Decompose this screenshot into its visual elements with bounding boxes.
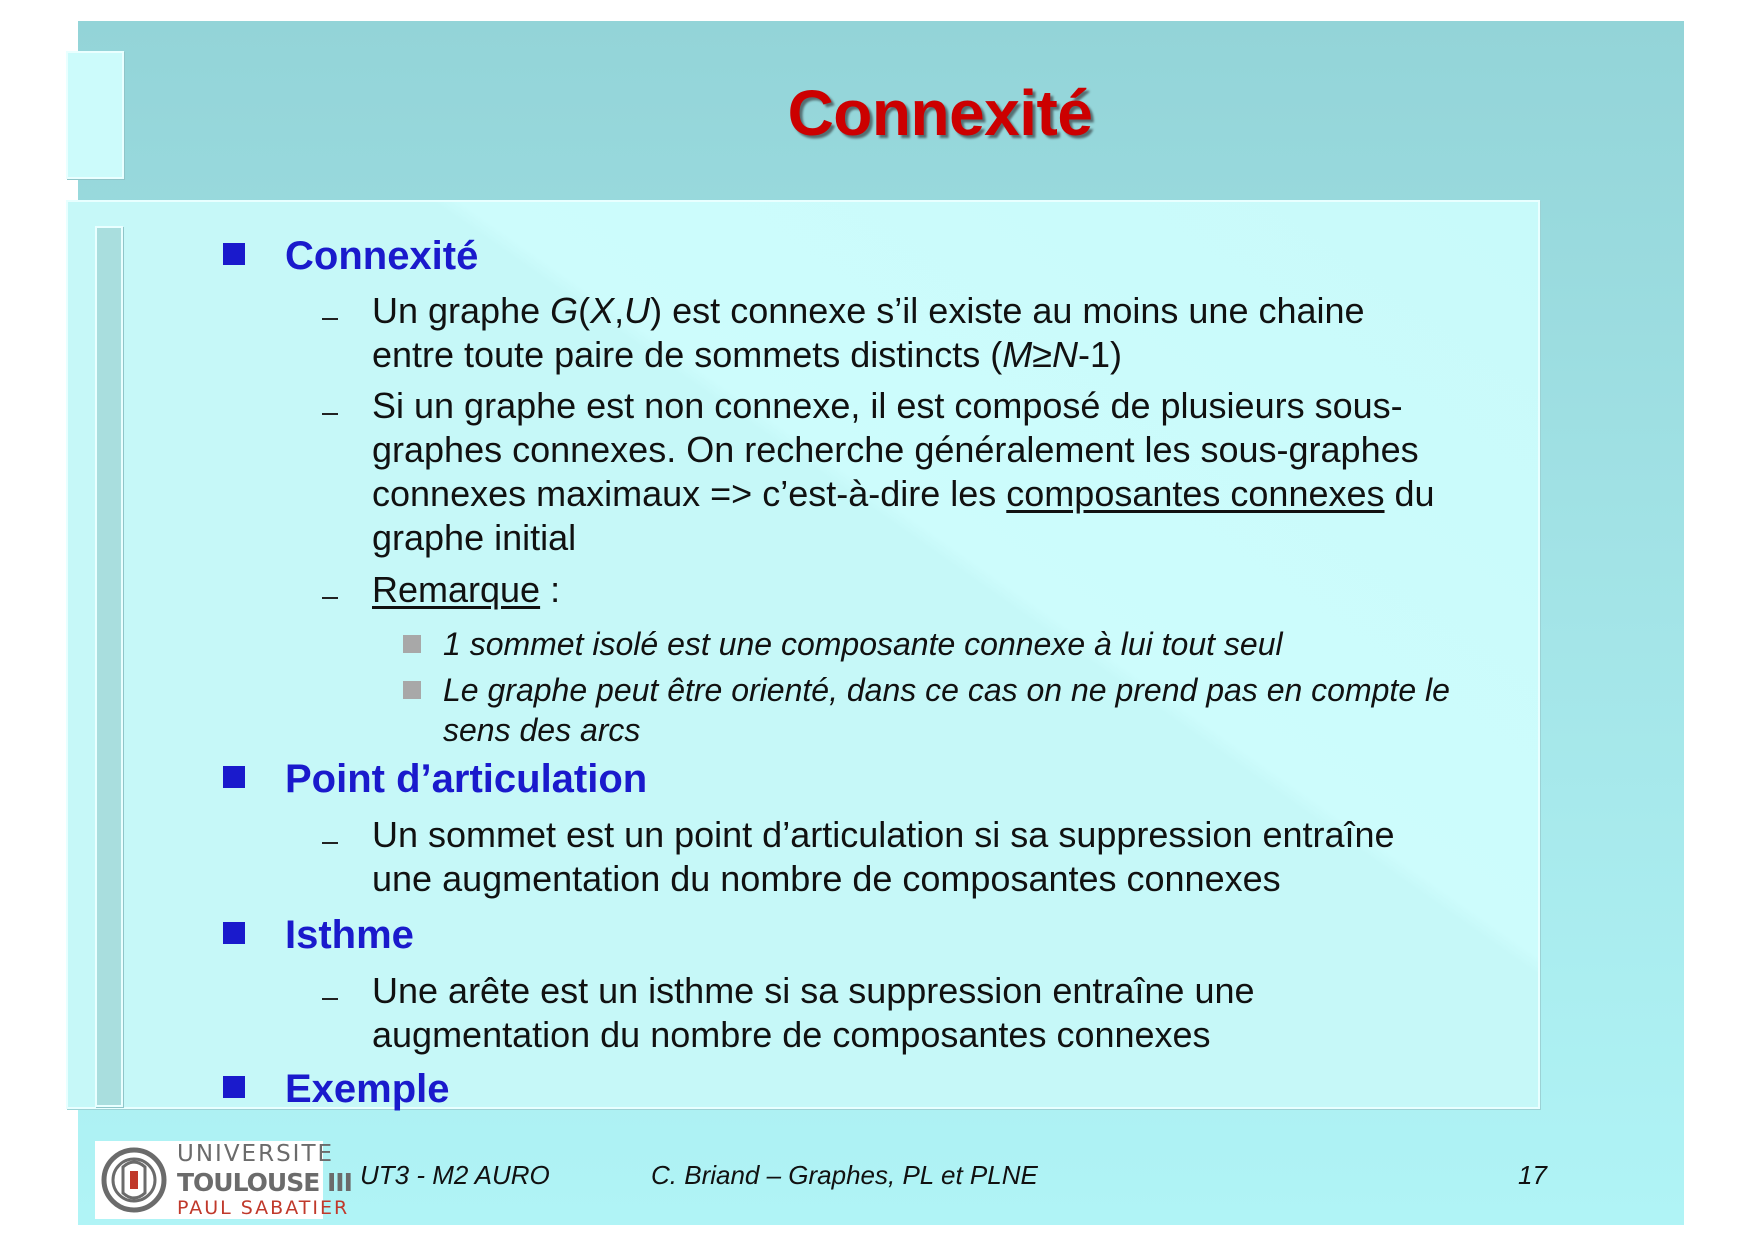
text-line: connexes maximaux => c’est-à-dire les co… <box>372 473 1435 514</box>
university-logo: UNIVERSITE TOULOUSE III PAUL SABATIER <box>95 1141 353 1219</box>
dash-bullet-icon <box>322 413 338 415</box>
grey-square-bullet-icon <box>403 635 421 653</box>
title-decoration <box>66 51 124 179</box>
dash-bullet-icon <box>322 842 338 844</box>
text-line: Une arête est un isthme si sa suppressio… <box>372 970 1255 1011</box>
list-item: Une arête est un isthme si sa suppressio… <box>372 969 1582 1057</box>
section-heading-exemple: Exemple <box>223 1067 450 1112</box>
logo-text-paul-sabatier: PAUL SABATIER <box>177 1197 350 1219</box>
grey-square-bullet-icon <box>403 681 421 699</box>
university-seal-icon <box>101 1147 167 1213</box>
square-bullet-icon <box>223 922 245 944</box>
text-line: Un graphe G(X,U) est connexe s’il existe… <box>372 290 1365 331</box>
logo-text-universite: UNIVERSITE <box>177 1141 335 1167</box>
text-line: graphes connexes. On recherche généralem… <box>372 429 1419 470</box>
section-heading-articulation: Point d’articulation <box>223 757 647 802</box>
text-line: Un sommet est un point d’articulation si… <box>372 814 1395 855</box>
text-line: Si un graphe est non connexe, il est com… <box>372 385 1403 426</box>
text-line: entre toute paire de sommets distincts (… <box>372 334 1123 375</box>
side-decoration-bar <box>95 226 123 1107</box>
footer-page-number: 17 <box>1518 1160 1547 1190</box>
square-bullet-icon <box>223 1076 245 1098</box>
list-item: Si un graphe est non connexe, il est com… <box>372 384 1582 560</box>
section-heading-isthme: Isthme <box>223 913 414 958</box>
logo-text-toulouse: TOULOUSE III <box>177 1168 353 1197</box>
sub-list-item: 1 sommet isolé est une composante connex… <box>443 626 1283 662</box>
list-item-remarque: Remarque : <box>372 569 561 610</box>
dash-bullet-icon <box>322 597 338 599</box>
list-item: Un sommet est un point d’articulation si… <box>372 813 1582 901</box>
dash-bullet-icon <box>322 998 338 1000</box>
footer-author: C. Briand – Graphes, PL et PLNE <box>651 1160 1038 1190</box>
dash-bullet-icon <box>322 318 338 320</box>
text-line: graphe initial <box>372 517 577 558</box>
text-line: une augmentation du nombre de composante… <box>372 858 1281 899</box>
content-box <box>66 200 1540 1109</box>
text-line: augmentation du nombre de composantes co… <box>372 1014 1211 1055</box>
square-bullet-icon <box>223 766 245 788</box>
sub-list-item: Le graphe peut être orienté, dans ce cas… <box>443 672 1450 748</box>
list-item: Un graphe G(X,U) est connexe s’il existe… <box>372 289 1582 377</box>
square-bullet-icon <box>223 243 245 265</box>
footer-course: UT3 - M2 AURO <box>360 1160 550 1190</box>
section-heading-connexite: Connexité <box>223 234 478 279</box>
slide-title: Connexité <box>787 77 1093 149</box>
